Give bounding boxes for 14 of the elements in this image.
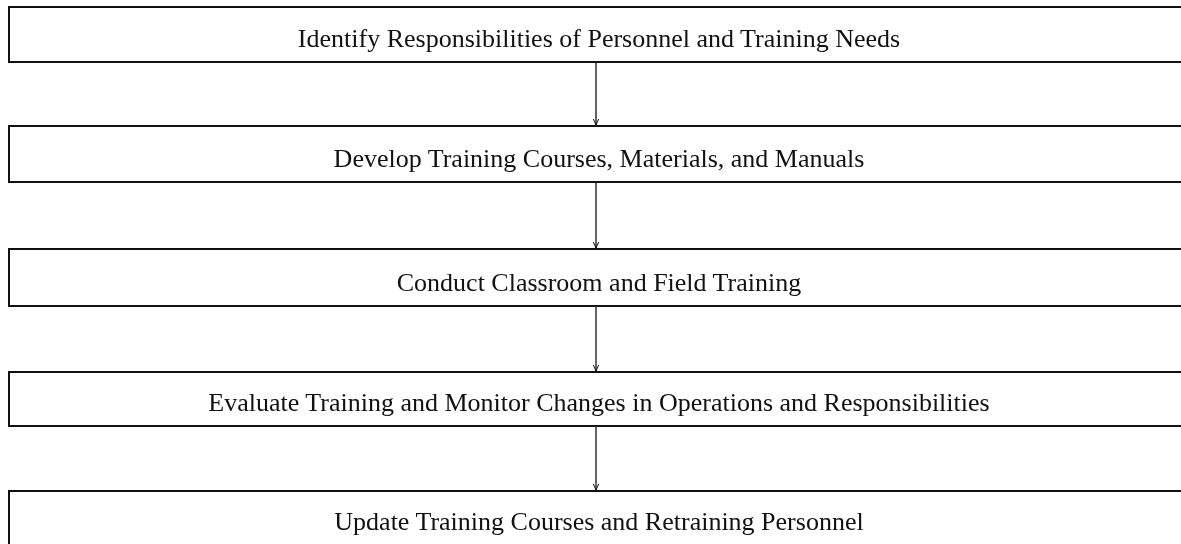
process-box [8,125,1181,183]
process-box [8,248,1181,307]
arrow [592,182,600,249]
step-text: Conduct Classroom and Field Training [396,269,802,298]
step-text: Develop Training Courses, Materials, and Manuals [333,145,865,174]
step-text: Update Training Courses and Retraining Personnel [334,508,864,537]
step-text: Identify Responsibilities of Personnel and Training Needs [297,25,901,54]
step-text: Evaluate Training and Monitor Changes in Operations and Responsibilities [208,389,990,418]
arrow [592,306,600,372]
arrow [592,426,600,491]
process-box [8,490,1181,544]
arrow [592,62,600,126]
process-box [8,371,1181,427]
process-box [8,6,1181,63]
